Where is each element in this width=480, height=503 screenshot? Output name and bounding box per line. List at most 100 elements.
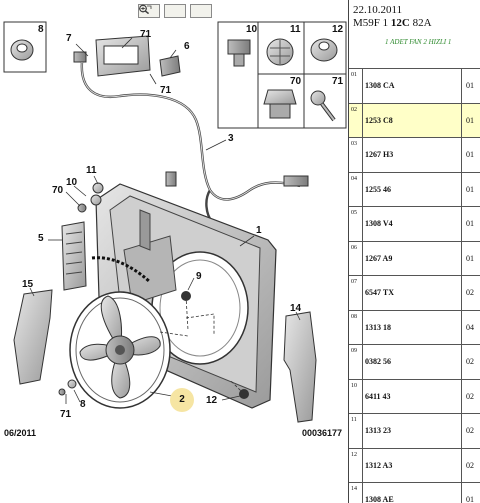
callout-7: 7 xyxy=(66,33,72,44)
catalog-date: 22.10.2011 xyxy=(353,4,403,16)
callout-3: 3 xyxy=(228,133,234,144)
column-divider xyxy=(461,207,462,241)
column-divider xyxy=(461,345,462,379)
row-number: 08 xyxy=(349,310,363,344)
part-quantity: 02 xyxy=(466,460,474,470)
column-divider xyxy=(461,379,462,413)
inset-label-71: 71 xyxy=(332,76,344,87)
row-number: 04 xyxy=(349,172,363,206)
column-divider xyxy=(461,241,462,275)
row-number: 06 xyxy=(349,241,363,275)
diagram-code: 00036177 xyxy=(302,428,343,438)
inset-label-12: 12 xyxy=(332,24,344,35)
zoom-toolbar xyxy=(138,4,212,18)
part-quantity: 02 xyxy=(466,357,474,366)
exploded-parts-diagram: 7 71 6 71 3 11 10 70 1 5 9 15 14 71 8 2 … xyxy=(3,4,347,438)
callout-2-highlighted[interactable]: 2 xyxy=(170,388,194,412)
part-quantity: 01 xyxy=(466,184,474,194)
column-divider xyxy=(461,310,462,344)
part-quantity: 02 xyxy=(466,288,474,297)
row-number: 03 xyxy=(349,138,363,172)
fan-assembly xyxy=(69,291,171,409)
part-reference[interactable]: 1313 23 xyxy=(365,426,391,435)
catalog-code-prefix: M59F 1 xyxy=(353,17,391,29)
row-number: 05 xyxy=(349,207,363,241)
part-reference[interactable]: 1313 18 xyxy=(365,322,391,332)
part-reference[interactable]: 1308 AE xyxy=(365,495,394,503)
row-number: 09 xyxy=(349,345,363,379)
diagram-date: 06/2011 xyxy=(4,428,37,438)
part-reference[interactable]: 0382 56 xyxy=(365,357,391,366)
row-number: 14 xyxy=(349,483,363,503)
part-quantity: 01 xyxy=(466,219,474,228)
inset-label-11: 11 xyxy=(290,24,301,35)
callout-71-top: 71 xyxy=(140,29,152,40)
inset-fasteners xyxy=(217,21,347,129)
part-reference[interactable]: 1312 A3 xyxy=(365,460,393,470)
catalog-code-bold: 12C xyxy=(390,17,410,29)
bracket-5 xyxy=(61,221,87,291)
zoom-fit-button[interactable] xyxy=(139,4,212,18)
callout-15: 15 xyxy=(22,279,34,290)
part-quantity: 01 xyxy=(466,150,474,159)
part-reference[interactable]: 6411 43 xyxy=(365,391,391,401)
deflector-14 xyxy=(283,311,317,423)
column-divider xyxy=(461,103,462,137)
callout-6: 6 xyxy=(184,41,190,52)
column-divider xyxy=(461,414,462,448)
part-reference[interactable]: 1253 C8 xyxy=(365,115,393,125)
row-number: 11 xyxy=(349,414,363,448)
callout-12: 12 xyxy=(206,395,218,406)
callout-5: 5 xyxy=(38,233,44,244)
part-quantity: 01 xyxy=(466,495,474,503)
column-divider xyxy=(461,448,462,482)
callout-71-bottom: 71 xyxy=(60,409,72,420)
callout-11: 11 xyxy=(86,165,97,176)
column-divider xyxy=(461,138,462,172)
part-reference[interactable]: 6547 TX xyxy=(365,288,394,297)
callout-10: 10 xyxy=(66,177,78,188)
row-number: 07 xyxy=(349,276,363,310)
callout-71-mid: 71 xyxy=(160,85,172,96)
inset-label-10: 10 xyxy=(246,24,258,35)
inset-grommet-8 xyxy=(3,21,47,73)
callout-8-bottom: 8 xyxy=(80,399,86,410)
leader-lines xyxy=(29,37,301,404)
diagram-drawing xyxy=(3,21,347,423)
part-quantity: 02 xyxy=(466,426,474,435)
parts-list-panel: 22.10.2011 M59F 1 12C 82A 1 ADET FAN 2 H… xyxy=(348,0,480,503)
part-reference[interactable]: 1267 A9 xyxy=(365,253,393,263)
part-reference[interactable]: 1255 46 xyxy=(365,184,391,194)
column-divider xyxy=(461,483,462,503)
column-divider xyxy=(461,69,462,103)
resistor-module xyxy=(73,35,181,77)
part-reference[interactable]: 1267 H3 xyxy=(365,150,394,159)
callout-14: 14 xyxy=(290,303,302,314)
zoom-fit-icon xyxy=(139,4,152,14)
part-description: 1 ADET FAN 2 HIZLI 1 xyxy=(385,38,452,46)
inset-label-8: 8 xyxy=(38,24,44,35)
catalog-code: M59F 1 12C 82A xyxy=(353,17,432,29)
part-quantity: 04 xyxy=(466,322,474,332)
part-quantity: 01 xyxy=(466,81,474,90)
row-number: 10 xyxy=(349,379,363,413)
part-quantity: 01 xyxy=(466,115,474,125)
part-reference[interactable]: 1308 V4 xyxy=(365,219,393,228)
row-number: 12 xyxy=(349,448,363,482)
part-reference[interactable]: 1308 CA xyxy=(365,81,395,90)
inset-label-70: 70 xyxy=(290,76,302,87)
